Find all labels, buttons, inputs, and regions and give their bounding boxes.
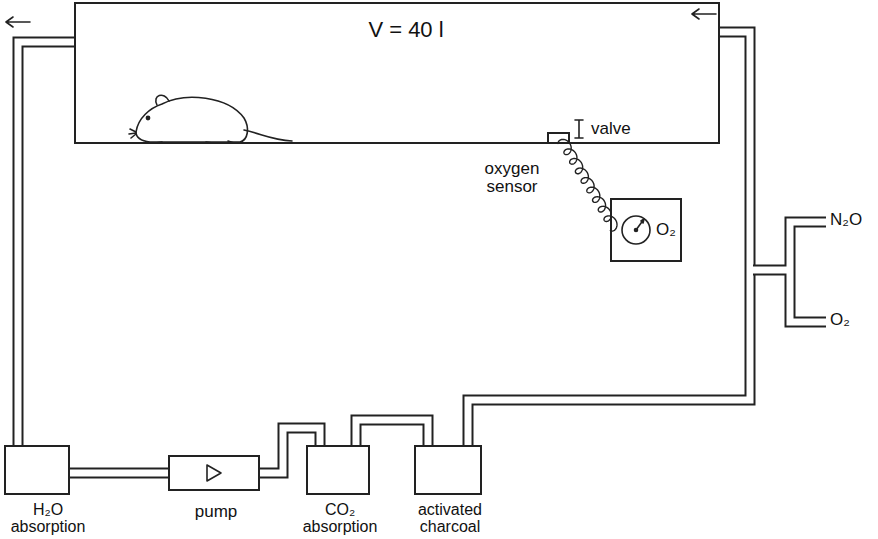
part-name: H₂O absorption bbox=[3, 501, 93, 536]
pipe-bore bbox=[468, 32, 750, 445]
absorber-jar: H₂O absorption bbox=[4, 445, 70, 495]
absorber-jar: activated charcoal bbox=[414, 445, 482, 495]
part-name: valve bbox=[591, 120, 651, 138]
gas-pipe bbox=[18, 42, 74, 445]
pipe-bore bbox=[356, 420, 428, 445]
supply-pipe bbox=[748, 222, 828, 322]
pipe-wall bbox=[18, 42, 74, 445]
cable-line bbox=[558, 139, 617, 231]
pipe-bore bbox=[260, 428, 320, 473]
absorber-jar: CO₂ absorption bbox=[306, 445, 370, 495]
chamber-box: V = 40 l valve bbox=[74, 2, 720, 144]
rat-drawing bbox=[129, 95, 292, 143]
pipe-wall bbox=[260, 428, 320, 473]
gas-pipe bbox=[356, 420, 428, 445]
gas-inlet-label: N₂O bbox=[830, 211, 862, 229]
volume-label: V = 40 l bbox=[326, 18, 486, 42]
pipe-wall bbox=[468, 32, 750, 445]
pipe-wall bbox=[356, 420, 428, 445]
gauge-dial bbox=[622, 216, 650, 244]
flow-arrow bbox=[692, 9, 716, 19]
pump-symbol bbox=[207, 465, 221, 481]
gas-pipe bbox=[468, 32, 750, 445]
part-name: oxygen sensor bbox=[470, 160, 554, 197]
pipe-bore bbox=[70, 470, 168, 477]
part-name: pump bbox=[170, 503, 262, 521]
valve-marker bbox=[575, 120, 583, 138]
pipe-bore bbox=[18, 42, 74, 445]
part-name: activated charcoal bbox=[405, 501, 495, 536]
sensor-cable bbox=[558, 139, 617, 231]
gas-inlet-label: O₂ bbox=[830, 311, 850, 329]
flow-arrow bbox=[6, 17, 30, 27]
part-name: CO₂ absorption bbox=[292, 501, 388, 536]
pipe-wall bbox=[70, 468, 168, 479]
valve-box: valve bbox=[547, 132, 570, 144]
pump-box: pump bbox=[168, 455, 260, 491]
gas-pipe bbox=[70, 473, 168, 474]
sensor-box: oxygen sensorO₂ bbox=[610, 198, 682, 262]
gas-pipe bbox=[260, 428, 320, 473]
gas-name: O₂ bbox=[656, 221, 682, 239]
